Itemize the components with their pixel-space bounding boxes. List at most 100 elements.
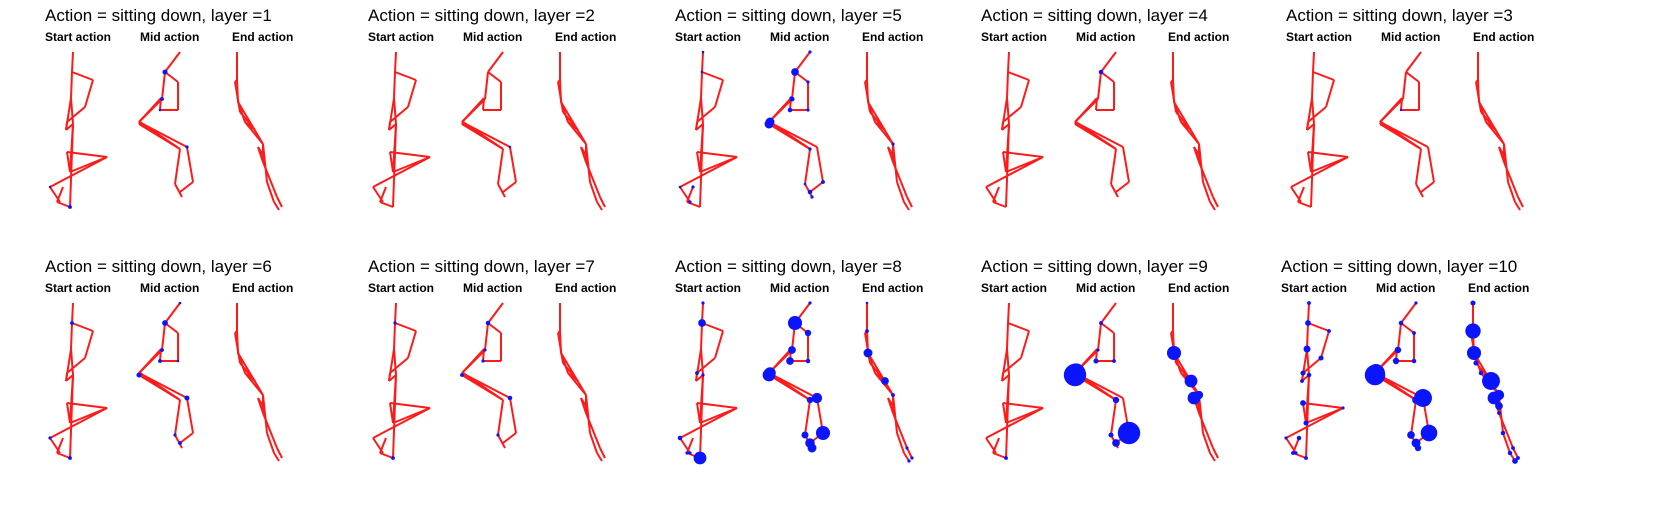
attention-joint: [821, 180, 825, 184]
skeleton-figure: [1364, 301, 1438, 452]
panel-title: Action = sitting down, layer =7: [368, 257, 595, 276]
attention-joint: [483, 348, 487, 352]
attention-joint: [808, 301, 812, 305]
bone-line: [237, 352, 264, 396]
bone-line: [867, 101, 894, 145]
bone-line: [1427, 146, 1435, 183]
bone-line: [985, 156, 1044, 188]
bone-line: [557, 79, 561, 83]
subplot-label: End action: [232, 281, 294, 295]
attention-joint: [1296, 435, 1302, 441]
bone-line: [273, 452, 280, 462]
subplot-label: Start action: [45, 30, 112, 44]
skeleton-figure: [461, 51, 517, 198]
attention-joint: [803, 182, 807, 186]
bone-line: [992, 201, 1007, 208]
bone-line: [695, 121, 698, 131]
bone-line: [161, 322, 166, 351]
attention-joint: [787, 107, 793, 113]
bone-line: [66, 402, 108, 409]
attention-joint: [808, 147, 812, 151]
bone-line: [1402, 71, 1407, 100]
bone-line: [1170, 79, 1174, 83]
attention-joint: [1470, 300, 1476, 306]
attention-joint: [693, 451, 707, 465]
attention-joint: [806, 80, 810, 84]
bone-line: [696, 106, 716, 123]
attention-joint: [1487, 391, 1501, 405]
bone-line: [679, 156, 738, 188]
bone-line: [139, 372, 181, 401]
bone-line: [234, 79, 238, 83]
subplot-label: Mid action: [140, 30, 200, 44]
attention-joint: [787, 315, 803, 331]
bone-line: [509, 146, 517, 183]
bone-line: [487, 71, 502, 83]
attention-joint: [1500, 430, 1506, 436]
bone-line: [769, 121, 811, 150]
subplot-label: End action: [1468, 281, 1530, 295]
skeleton-plots: [48, 51, 283, 211]
skeleton-plots: [985, 302, 1219, 462]
subplot-label: Mid action: [1076, 281, 1136, 295]
bone-line: [138, 98, 163, 123]
bone-line: [1305, 374, 1310, 459]
skeleton-figure: [1063, 302, 1141, 449]
attention-joint: [678, 185, 682, 189]
bone-line: [394, 51, 397, 73]
bone-line: [502, 181, 517, 193]
attention-joint: [806, 108, 810, 112]
bone-line: [1297, 201, 1312, 208]
skeleton-figure: [1166, 303, 1219, 462]
attention-joint: [178, 441, 182, 445]
bone-line: [1002, 106, 1022, 123]
bone-line: [1290, 186, 1302, 203]
bone-line: [49, 156, 108, 188]
skeleton-figure: [557, 52, 606, 211]
bone-line: [1001, 121, 1004, 131]
bone-line: [1397, 322, 1402, 351]
bone-line: [1001, 374, 1010, 382]
bone-line: [262, 161, 278, 198]
bone-line: [70, 97, 74, 125]
bone-line: [66, 106, 86, 123]
bone-line: [388, 123, 397, 131]
bone-line: [1502, 432, 1511, 454]
attention-joint: [158, 359, 162, 363]
bone-line: [1001, 123, 1010, 131]
bone-line: [1212, 196, 1219, 208]
bone-line: [266, 181, 275, 203]
subplot-label: Start action: [981, 30, 1048, 44]
bone-line: [394, 71, 417, 81]
attention-joint: [1414, 301, 1418, 305]
attention-joint: [701, 373, 705, 377]
bone-line: [679, 407, 738, 439]
bone-line: [509, 397, 517, 434]
attention-joint: [162, 320, 168, 326]
attention-joint: [1300, 370, 1306, 376]
attention-joint: [158, 108, 162, 112]
skeleton-plots: [48, 301, 283, 462]
bone-line: [1209, 452, 1216, 462]
attention-joint: [1117, 421, 1141, 445]
bone-line: [1006, 348, 1010, 376]
bone-line: [791, 71, 796, 100]
bone-line: [1307, 106, 1327, 123]
panel-title: Action = sitting down, layer =10: [1281, 257, 1518, 276]
attention-joint: [1291, 451, 1295, 455]
bone-line: [700, 97, 704, 125]
subplot-label: Mid action: [463, 281, 523, 295]
bone-line: [985, 186, 997, 203]
attention-joint: [700, 70, 704, 74]
attention-joint: [698, 319, 706, 327]
attention-joint: [160, 97, 164, 101]
bone-line: [394, 302, 397, 324]
attention-joint: [1341, 406, 1345, 410]
bone-line: [1122, 146, 1130, 183]
bone-line: [1305, 407, 1344, 424]
attention-joint: [807, 443, 817, 453]
